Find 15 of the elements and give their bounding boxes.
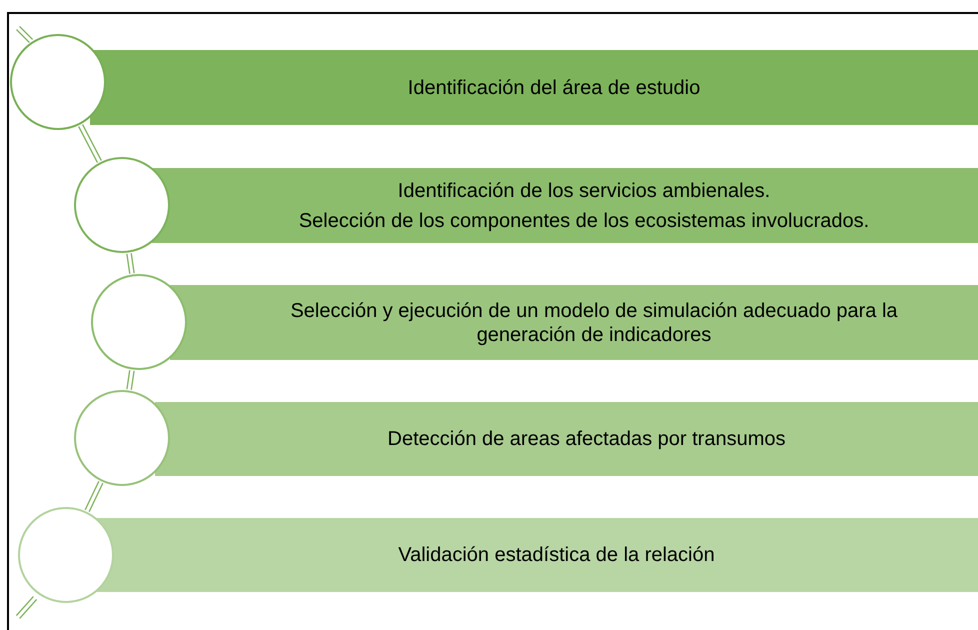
step-text: Selección de los componentes de los ecosistemas involucrados. <box>298 208 870 232</box>
step-text: Identificación del área de estudio <box>408 76 700 100</box>
connector-line <box>78 124 102 164</box>
connector-line <box>126 252 135 274</box>
step-bar <box>155 402 978 476</box>
step-bar <box>90 50 978 125</box>
step-text: Detección de areas afectadas por transumos <box>388 427 786 451</box>
connector-line <box>84 480 104 512</box>
step-bar <box>170 285 978 360</box>
step-text: Selección y ejecución de un modelo de simulación adecuado para la generación de indicadores <box>289 298 899 346</box>
step-text: Identificación de los servicios ambienales. <box>398 178 770 202</box>
step-text: Validación estadística de la relación <box>398 543 715 567</box>
step-bar <box>95 518 978 592</box>
connector-line <box>126 370 135 390</box>
step-bar <box>150 168 978 243</box>
